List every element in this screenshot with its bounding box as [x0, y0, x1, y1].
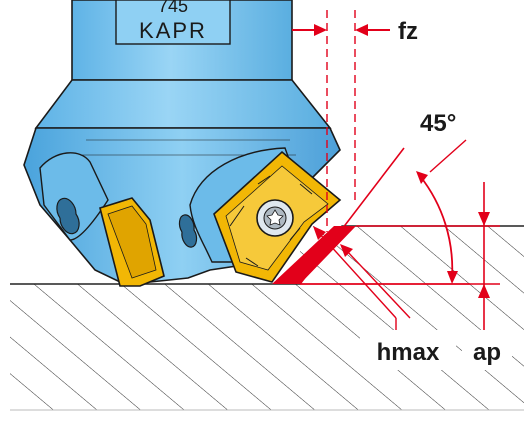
fz-label: fz	[398, 18, 418, 45]
insert-right	[213, 150, 342, 283]
pocket-screw-hole-right	[178, 214, 198, 248]
ap-label: ap	[473, 339, 501, 366]
hmax-leader	[313, 226, 411, 330]
hmax-label-box	[360, 330, 456, 370]
ap-dimension	[300, 182, 500, 340]
ap-label-box	[462, 330, 512, 370]
tool-marking-plate	[115, 0, 231, 45]
angle-label: 45°	[420, 110, 456, 137]
tool-marking-line1: 745	[158, 0, 188, 16]
tool-taper	[34, 79, 332, 129]
insert-left	[99, 197, 165, 287]
chip-section	[272, 226, 356, 284]
fz-dimension: fz	[292, 10, 418, 232]
tool-marking-line2: KAPR	[139, 18, 207, 43]
chip-pocket-left	[39, 152, 109, 241]
hmax-label: hmax	[377, 339, 440, 366]
angle-arc	[419, 175, 454, 279]
torx-icon	[266, 209, 284, 226]
pocket-screw-hole	[56, 197, 80, 235]
